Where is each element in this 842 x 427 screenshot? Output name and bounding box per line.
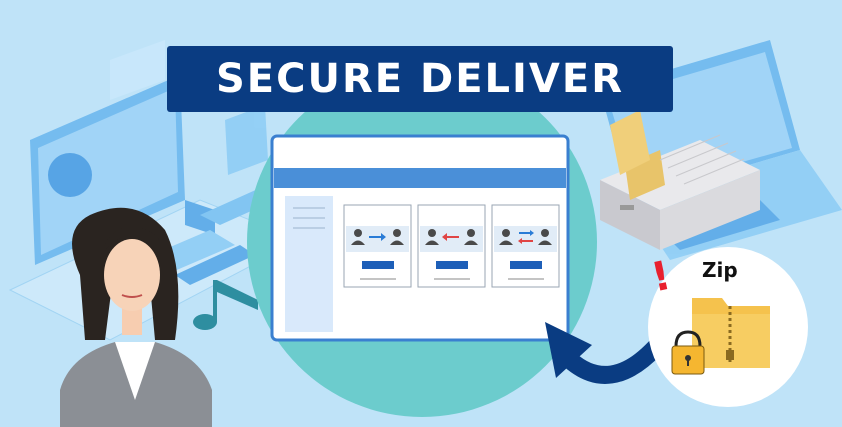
card-button [362, 261, 394, 269]
zip-label: Zip [702, 258, 738, 282]
window-header-bar [274, 168, 566, 188]
businesswoman-illustration [60, 207, 212, 427]
app-window [270, 134, 570, 342]
banner-title: SECURE DELIVER [216, 56, 624, 102]
file-cabinet-drawer [600, 110, 760, 250]
curved-arrow-icon [545, 322, 664, 384]
music-note-icon [193, 280, 258, 330]
person-icon [499, 229, 513, 245]
zip-folder-icon [692, 298, 770, 368]
padlock-icon [671, 330, 705, 375]
arrow-right-icon [369, 233, 386, 241]
transfer-card-receive [417, 204, 486, 288]
arrow-left-icon [442, 233, 459, 241]
person-icon [464, 229, 478, 245]
transfer-card-both [491, 204, 560, 288]
person-icon [538, 229, 552, 245]
person-icon [425, 229, 439, 245]
card-button [436, 261, 468, 269]
person-icon [351, 229, 365, 245]
window-sidebar [285, 196, 333, 332]
transfer-card-send [343, 204, 412, 288]
arrow-left-icon [518, 238, 533, 244]
arrow-right-icon [519, 230, 534, 236]
person-icon [390, 229, 404, 245]
card-button [510, 261, 542, 269]
title-banner: SECURE DELIVER [167, 46, 673, 112]
